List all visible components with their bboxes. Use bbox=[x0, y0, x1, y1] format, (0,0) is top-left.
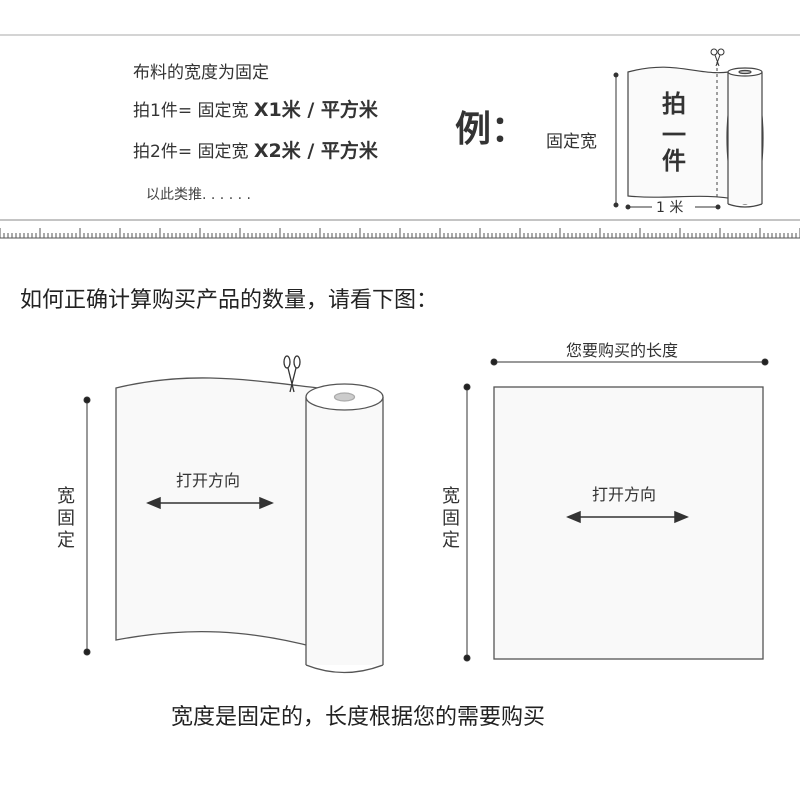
right-direction-label: 打开方向 bbox=[592, 485, 657, 504]
left-scissors-icon bbox=[283, 355, 301, 393]
example-cloth-text-3: 件 bbox=[662, 147, 686, 175]
rule-line-3-bold: X2米 / 平方米 bbox=[253, 140, 378, 162]
rule-line-2-prefix: 拍1件= 固定宽 bbox=[133, 101, 254, 121]
left-side-label: 宽 固 定 bbox=[55, 486, 77, 552]
example-label: 例： bbox=[455, 109, 528, 150]
left-side-char-1: 宽 bbox=[57, 486, 75, 507]
example-scissors-icon bbox=[710, 48, 725, 67]
rule-line-1: 布料的宽度为固定 bbox=[133, 63, 269, 83]
right-side-label: 宽 固 定 bbox=[440, 486, 462, 552]
rule-etc: 以此类推. . . . . . bbox=[146, 187, 251, 203]
right-side-char-2: 固 bbox=[442, 508, 460, 529]
right-cloth-sheet bbox=[493, 386, 764, 660]
rule-line-2-bold: X1米 / 平方米 bbox=[253, 99, 378, 121]
rule-line-3: 拍2件= 固定宽 X2米 / 平方米 bbox=[133, 136, 378, 163]
left-cloth-roll bbox=[305, 383, 384, 674]
ruler bbox=[0, 219, 800, 239]
left-direction-label: 打开方向 bbox=[176, 471, 241, 490]
right-direction-arrow bbox=[566, 510, 689, 524]
right-length-label: 您要购买的长度 bbox=[566, 341, 679, 360]
section-heading: 如何正确计算购买产品的数量，请看下图： bbox=[20, 288, 439, 313]
left-width-dimension bbox=[83, 396, 91, 656]
example-cloth-roll bbox=[627, 66, 764, 208]
right-width-dimension bbox=[463, 383, 471, 662]
example-height-dimension bbox=[613, 72, 619, 208]
example-cloth-text-2: 一 bbox=[662, 121, 686, 149]
right-side-char-3: 定 bbox=[442, 530, 460, 551]
right-length-dimension bbox=[490, 358, 769, 366]
left-side-char-2: 固 bbox=[57, 508, 75, 529]
footer-caption: 宽度是固定的，长度根据您的需要购买 bbox=[171, 705, 546, 730]
example-fixed-width-label: 固定宽 bbox=[546, 132, 597, 152]
left-side-char-3: 定 bbox=[57, 530, 75, 551]
example-cloth-text-1: 拍 bbox=[662, 90, 686, 118]
right-side-char-1: 宽 bbox=[442, 486, 460, 507]
example-width-dimension bbox=[625, 204, 721, 210]
rule-line-2: 拍1件= 固定宽 X1米 / 平方米 bbox=[133, 95, 378, 122]
left-direction-arrow bbox=[146, 496, 274, 510]
rule-line-3-prefix: 拍2件= 固定宽 bbox=[133, 142, 254, 162]
example-length-label: 1 米 bbox=[656, 200, 684, 216]
left-cloth-sheet bbox=[115, 377, 319, 649]
